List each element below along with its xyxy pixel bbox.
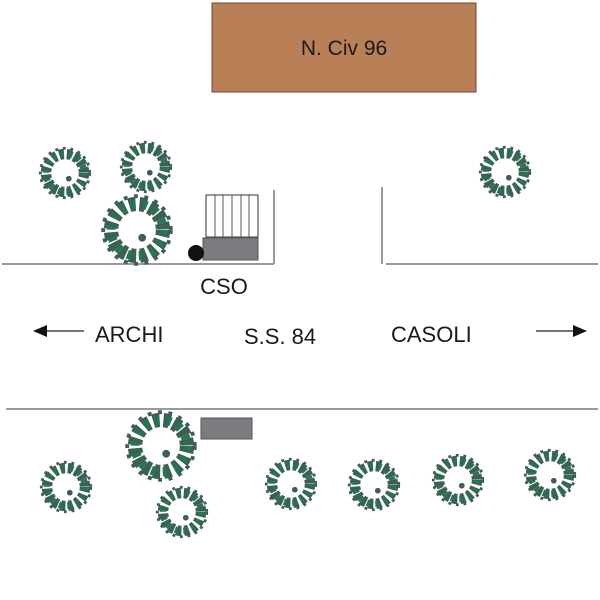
tree-icon xyxy=(41,462,90,511)
building-n-civ-96: N. Civ 96 xyxy=(211,2,477,93)
tree-icon xyxy=(121,142,170,191)
tree-icon xyxy=(433,455,482,504)
arrow-left-icon xyxy=(33,325,84,337)
tree-icon xyxy=(349,460,398,509)
tree-icon xyxy=(525,450,574,499)
south-cabinet xyxy=(200,417,253,440)
cso-label: CSO xyxy=(200,274,248,299)
road-name: S.S. 84 xyxy=(244,324,316,349)
tree-icon xyxy=(157,487,206,536)
arrow-right-icon xyxy=(536,325,587,337)
pole-marker xyxy=(188,245,204,261)
direction-archi: ARCHI xyxy=(95,322,163,347)
direction-casoli: CASOLI xyxy=(391,322,472,347)
tree-icon xyxy=(127,412,195,480)
cabinet-base xyxy=(202,237,259,261)
cso-cabinet xyxy=(188,194,259,261)
tree-icon xyxy=(40,148,89,197)
tree-icon xyxy=(480,147,529,196)
tree-icon xyxy=(266,459,315,508)
tree-icon xyxy=(103,196,171,264)
building-label: N. Civ 96 xyxy=(301,37,387,60)
